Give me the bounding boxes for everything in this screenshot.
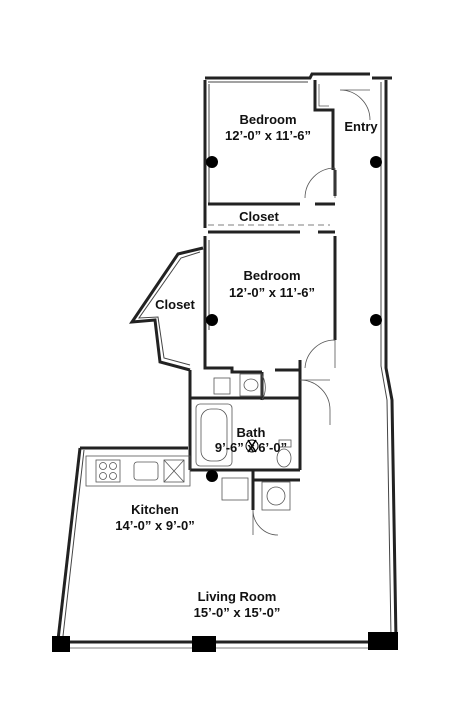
closet-door — [261, 374, 266, 401]
bedroom2-door — [304, 339, 336, 369]
room-name-bath: Bath — [237, 425, 266, 440]
room-name-kitchen: Kitchen — [131, 502, 179, 517]
bathtub — [195, 403, 233, 467]
room-size-bath: 9’-6” x 6’-0” — [215, 440, 287, 455]
room-labels: Bedroom 12’-0” x 11’-6” Entry Closet Bed… — [115, 112, 378, 620]
kitchen-counter — [85, 455, 191, 487]
lower-closet-door — [252, 509, 279, 536]
doors — [252, 89, 371, 536]
exterior-walls — [56, 72, 398, 649]
room-name-living-room: Living Room — [198, 589, 277, 604]
stove — [95, 459, 121, 483]
room-name-bedroom-2: Bedroom — [243, 268, 300, 283]
column — [370, 314, 382, 326]
toilet — [276, 448, 292, 468]
room-size-bedroom-2: 12’-0” x 11’-6” — [229, 285, 315, 300]
room-size-kitchen: 14’-0” x 9’-0” — [115, 518, 195, 533]
column — [52, 636, 70, 652]
room-size-bedroom-1: 12’-0” x 11’-6” — [225, 128, 311, 143]
bedroom1-door — [304, 167, 336, 199]
column — [368, 632, 398, 650]
entry-door — [339, 89, 371, 121]
column — [192, 636, 216, 652]
room-name-entry: Entry — [344, 119, 378, 134]
dishwasher — [163, 459, 185, 483]
room-name-closet-1: Closet — [239, 209, 279, 224]
fixtures — [85, 373, 292, 511]
column — [206, 314, 218, 326]
refrigerator — [221, 477, 249, 501]
column — [206, 470, 218, 482]
column — [206, 156, 218, 168]
vanity — [239, 373, 263, 397]
room-size-living-room: 15’-0” x 15’-0” — [194, 605, 281, 620]
column — [370, 156, 382, 168]
kitchen-sink — [133, 461, 159, 481]
washer-dryer — [261, 481, 291, 511]
columns — [52, 156, 398, 652]
room-name-bedroom-1: Bedroom — [239, 112, 296, 127]
room-name-closet-2: Closet — [155, 297, 195, 312]
bath-door — [299, 379, 331, 425]
